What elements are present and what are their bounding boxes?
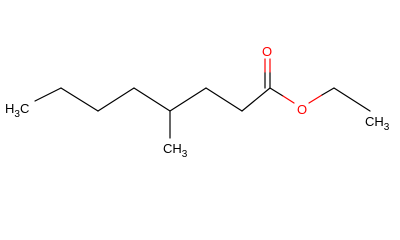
terminal-methyl-h: H bbox=[5, 101, 14, 116]
ethyl-methyl-ch: CH bbox=[365, 114, 384, 129]
bond-ethyl bbox=[333, 87, 371, 112]
bond-c1-c2 bbox=[34, 87, 62, 102]
terminal-methyl-c: C bbox=[20, 101, 29, 116]
ester-bond-o-c-a bbox=[308, 94, 323, 104]
ethyl-methyl-subscript: 3 bbox=[384, 122, 390, 133]
ester-bond-c-o-b bbox=[282, 95, 295, 104]
ester-bonds bbox=[264, 58, 335, 104]
branch-methyl-ch: CH bbox=[163, 141, 182, 156]
ester-bond-c-o-a bbox=[269, 87, 284, 97]
ester-oxygen-label: O bbox=[297, 102, 307, 117]
bond-c4-c5 bbox=[133, 87, 171, 112]
terminal-methyl-label: H3C bbox=[5, 101, 29, 120]
carbon-bonds bbox=[34, 87, 371, 139]
terminal-methyl-subscript: 3 bbox=[14, 109, 20, 120]
ethyl-methyl-label: CH3 bbox=[365, 114, 390, 133]
ester-bond-o-c-b bbox=[321, 87, 335, 96]
bond-c3-c4 bbox=[97, 87, 135, 112]
branch-methyl-subscript: 3 bbox=[182, 149, 188, 160]
structure-canvas: H3C CH3 O O CH3 bbox=[5, 44, 390, 160]
molecule-structure: H3C CH3 O O CH3 bbox=[5, 44, 390, 160]
bond-c2-c3 bbox=[60, 87, 99, 112]
branch-methyl-label: CH3 bbox=[163, 141, 188, 160]
bond-c6-c7 bbox=[205, 87, 243, 112]
carbonyl-oxygen-label: O bbox=[262, 44, 272, 59]
bond-c7-c8 bbox=[241, 87, 271, 112]
bond-c5-c6 bbox=[169, 87, 207, 112]
